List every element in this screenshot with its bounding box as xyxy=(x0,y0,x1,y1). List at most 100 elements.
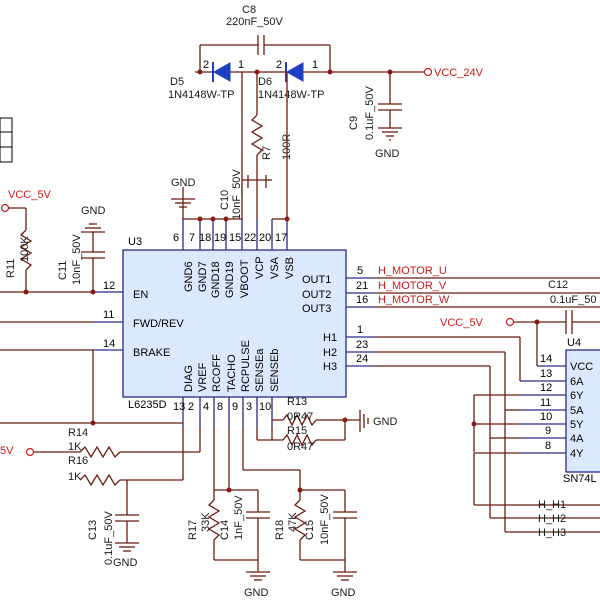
r13-ref: R13 xyxy=(287,396,307,408)
c11-ref: C11 xyxy=(57,261,69,280)
u4-pin8-num: 8 xyxy=(545,440,551,452)
h-motor-u-label: H_MOTOR_U xyxy=(378,265,447,277)
c10-value: 10nF_50V xyxy=(231,169,243,220)
u3-pin8-num: 8 xyxy=(217,401,223,413)
u3-pin-tacho: TACHO xyxy=(226,354,238,392)
h-h1-label: H_H1 xyxy=(538,499,566,511)
u3-ref: U3 xyxy=(128,236,142,248)
d5-pin2: 2 xyxy=(203,59,209,71)
u4-pin-5a: 5A xyxy=(570,405,584,417)
u3-pin22-num: 22 xyxy=(244,232,256,244)
u3-top-pin-lines xyxy=(182,219,288,250)
r18-value: 47K xyxy=(287,512,299,532)
u3-pin2-num: 2 xyxy=(188,401,194,413)
c14-ref: C14 xyxy=(219,520,231,540)
u4-pin12-num: 12 xyxy=(540,382,552,394)
c11-gnd-label: GND xyxy=(81,205,106,217)
c12-value: 0.1uF_50 xyxy=(550,294,596,306)
r17-ref: R17 xyxy=(187,520,199,540)
u3-pin-vref: VREF xyxy=(197,362,209,392)
u3-pin-senseb: SENSEb xyxy=(269,349,281,392)
u3-pin-vcp: VCP xyxy=(254,256,266,279)
r15-resistor xyxy=(282,433,317,447)
c9-value: 0.1uF_50V xyxy=(364,86,376,140)
r13-resistor xyxy=(282,413,317,427)
r14-ref: R14 xyxy=(68,427,88,439)
u3-pin-brake: BRAKE xyxy=(133,347,170,359)
u3-pin4-num: 4 xyxy=(203,401,209,413)
h-h2-label: H_H2 xyxy=(538,513,566,525)
gnd-symbol-c14 xyxy=(246,560,270,581)
sense-gnd-label: GND xyxy=(373,416,398,428)
r7-ref: R7 xyxy=(261,146,273,160)
u3-pin-fwdrev: FWD/REV xyxy=(133,318,184,330)
u3-pin6-num: 6 xyxy=(173,232,179,244)
u3-pin3-num: 3 xyxy=(246,401,252,413)
u3-pin-gnd18: GND18 xyxy=(210,261,222,298)
c14-value: 1nF_50V xyxy=(233,495,245,540)
u4-body xyxy=(565,349,600,473)
u3-pin-rcpulse: RCPULSE xyxy=(240,340,252,392)
u3-pin10-num: 10 xyxy=(259,401,271,413)
u4-pin-vcc: VCC xyxy=(570,361,593,373)
u3-right-pin-lines xyxy=(346,277,375,367)
gnd-symbol-c15 xyxy=(333,560,357,581)
r11-resistor xyxy=(19,229,33,271)
u3-pin-out2: OUT2 xyxy=(302,289,331,301)
u3-pin14-num: 14 xyxy=(103,338,115,350)
r17-resistor xyxy=(207,499,221,541)
u4-pin13-num: 13 xyxy=(540,368,552,380)
c10-ref: C10 xyxy=(219,190,231,210)
d6-ref: D6 xyxy=(258,76,272,88)
r18-resistor xyxy=(293,499,307,541)
c12-ref: C12 xyxy=(548,279,568,291)
u3-pin19-num: 19 xyxy=(214,232,226,244)
u3-pin16-num: 16 xyxy=(356,294,368,306)
c8-cap xyxy=(199,35,331,72)
c11-value: 10nF_50V xyxy=(71,234,83,285)
h-motor-v-label: H_MOTOR_V xyxy=(378,280,447,292)
u3-pin-out1: OUT1 xyxy=(302,274,331,286)
u3-pin-h3: H3 xyxy=(323,361,337,373)
d5-diode xyxy=(212,62,231,82)
u3-pin-vsa: VSA xyxy=(269,256,281,279)
c13-value: 0.1uF_50V xyxy=(103,511,115,565)
u3-pin12-num: 12 xyxy=(103,280,115,292)
r18-ref: R18 xyxy=(274,520,286,540)
u3-pin-h1: H1 xyxy=(323,332,337,344)
r11-value: 100K xyxy=(19,236,31,262)
u3-pin1-num: 1 xyxy=(357,324,363,336)
u4-pin11-num: 11 xyxy=(540,397,551,409)
u3-pin-sensea: SENSEa xyxy=(254,348,266,392)
d6-diode xyxy=(285,62,304,82)
u3-pin-en: EN xyxy=(133,289,148,301)
vcc24-label: VCC_24V xyxy=(434,67,484,79)
u3-pin5-num: 5 xyxy=(357,265,363,277)
h-h3-label: H_H3 xyxy=(538,527,566,539)
gnd-symbol-top xyxy=(171,187,195,219)
d5-ref: D5 xyxy=(170,76,184,88)
u4-pin-6a: 6A xyxy=(570,376,584,388)
d5-value: 1N4148W-TP xyxy=(168,89,234,101)
c8-ref: C8 xyxy=(242,4,256,16)
u4-ref: U4 xyxy=(567,337,581,349)
r15-value: 0R47 xyxy=(287,441,313,453)
u3-pin-gnd19: GND19 xyxy=(224,261,236,298)
r17-value: 33K xyxy=(200,512,212,532)
gnd-symbol-sense xyxy=(359,410,369,432)
d6-pin1: 1 xyxy=(312,59,318,71)
gnd-symbol-c11 xyxy=(81,223,105,233)
gnd-top-label: GND xyxy=(171,177,196,189)
u3-pin-out3: OUT3 xyxy=(302,303,331,315)
c9-gnd-label: GND xyxy=(375,148,400,160)
u4-pin10-num: 10 xyxy=(540,411,552,423)
c13-ref: C13 xyxy=(87,520,99,540)
u3-bottom-pin-lines xyxy=(182,397,273,427)
c15-ref: C15 xyxy=(304,520,316,540)
u4-pin9-num: 9 xyxy=(545,425,551,437)
u3-pin-rcoff: RCOFF xyxy=(211,354,223,392)
u4-pin-4y: 4Y xyxy=(570,448,584,460)
r7-resistor xyxy=(250,114,264,156)
u3-pin13-num: 13 xyxy=(173,401,185,413)
